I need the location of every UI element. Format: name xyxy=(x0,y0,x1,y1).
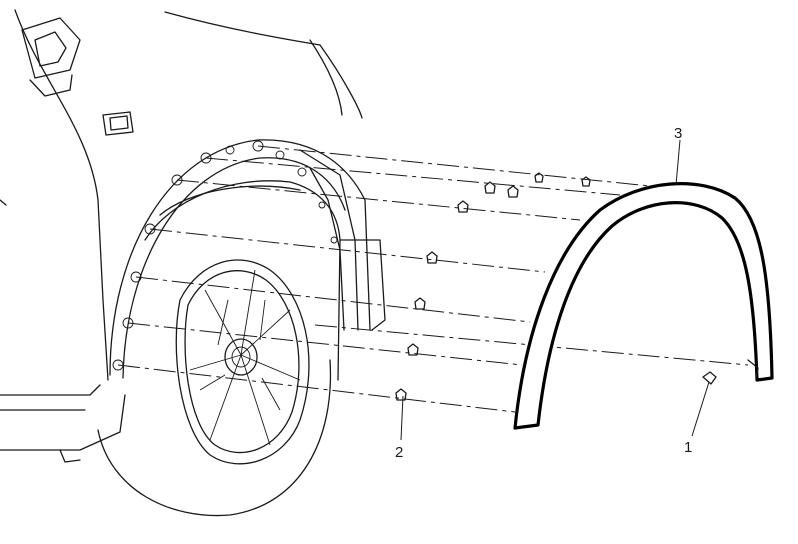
installation-lines xyxy=(117,145,749,413)
fender-flare xyxy=(513,182,774,430)
callout-label-3: 3 xyxy=(674,125,682,142)
callout-label-2: 2 xyxy=(395,444,403,461)
screw xyxy=(702,371,717,385)
callout-1: 1 xyxy=(684,381,710,456)
wheel xyxy=(97,259,332,517)
callout-3: 3 xyxy=(674,125,682,186)
mounting-holes xyxy=(112,140,338,371)
callout-2: 2 xyxy=(395,395,404,461)
vehicle-body xyxy=(0,9,386,463)
retainer-clips xyxy=(395,172,591,401)
callout-label-1: 1 xyxy=(684,439,692,456)
